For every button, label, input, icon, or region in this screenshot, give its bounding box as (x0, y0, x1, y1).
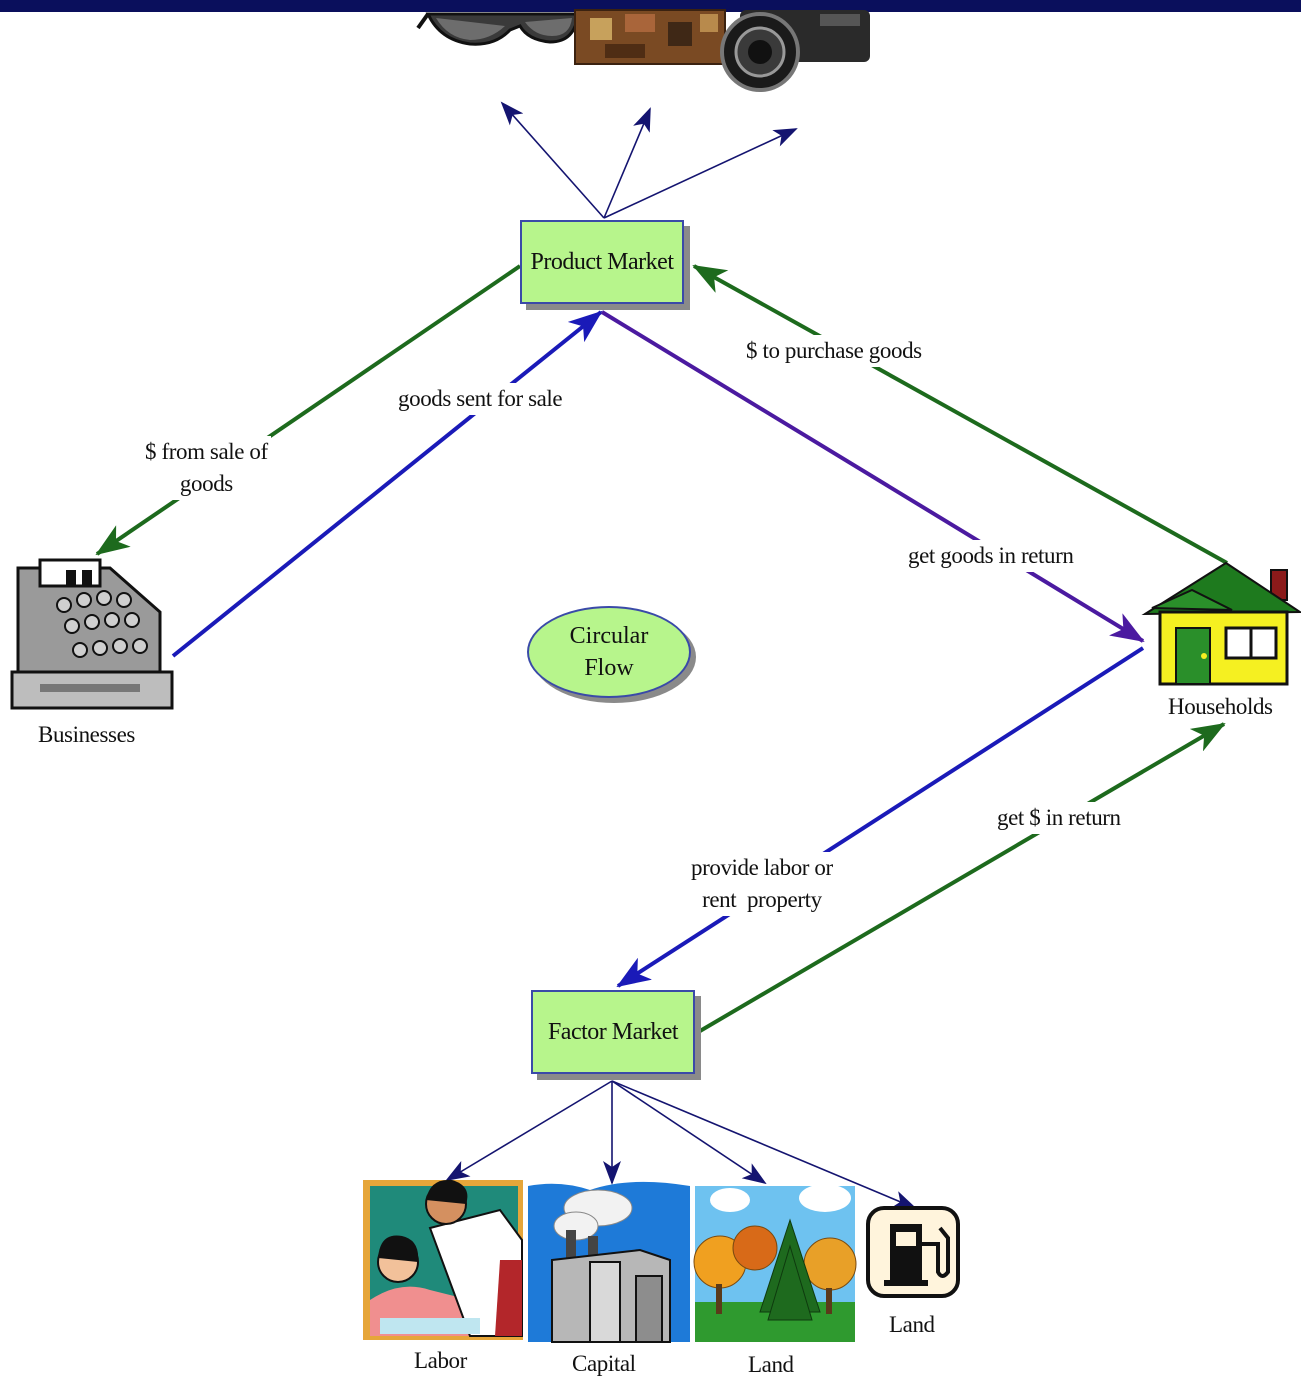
product-market-box: Product Market (520, 220, 684, 304)
households-label: Households (1168, 694, 1273, 719)
flow-purchase-money (692, 264, 1228, 565)
forest-picture (693, 1184, 857, 1342)
arrow-to-sunglasses (500, 101, 605, 219)
arrow-to-camera (603, 128, 798, 219)
flow-goods-sent (171, 310, 603, 658)
arrow-to-fuel (611, 1080, 917, 1209)
house-icon (1141, 561, 1301, 686)
land-fuel-label: Land (889, 1312, 935, 1337)
capital-label: Capital (572, 1351, 636, 1376)
camera-icon (720, 10, 870, 92)
flow-sale-money (95, 264, 522, 556)
label-purchase-goods: $ to purchase goods (743, 335, 925, 367)
label-provide-labor: provide labor or rent property (688, 852, 836, 916)
label-goods-return: get goods in return (905, 540, 1077, 572)
arrow-to-suitcase (603, 107, 651, 219)
label-goods-sent: goods sent for sale (395, 383, 566, 415)
gas-pump-icon (866, 1206, 960, 1298)
flow-goods-return (600, 310, 1145, 643)
factor-market-box: Factor Market (531, 990, 695, 1074)
circular-flow-line-2: Flow (584, 655, 634, 681)
circular-flow-line-1: Circular (569, 623, 649, 649)
land-trees-label: Land (748, 1352, 794, 1377)
labor-label: Labor (414, 1348, 467, 1373)
label-money-return: get $ in return (994, 802, 1124, 834)
header-bar (0, 0, 1301, 12)
labor-picture (363, 1179, 523, 1340)
label-from-sale-line-1: $ from sale of (145, 439, 268, 464)
sunglasses-icon (416, 12, 580, 46)
label-from-sale-line-2: goods (179, 471, 233, 496)
suitcase-icon (574, 9, 726, 65)
flow-wages (698, 722, 1226, 1033)
factory-picture (528, 1181, 690, 1343)
arrow-to-land (611, 1080, 767, 1185)
businesses-label: Businesses (38, 722, 135, 747)
cash-register-icon (10, 558, 174, 710)
circular-flow-ellipse: Circular Flow (527, 606, 691, 698)
arrow-to-labor (445, 1080, 613, 1182)
flow-labor (616, 646, 1145, 988)
label-provide-labor-line-1: provide labor or (691, 855, 833, 880)
label-from-sale: $ from sale of goods (142, 436, 271, 500)
label-provide-labor-line-2: rent property (702, 887, 822, 912)
